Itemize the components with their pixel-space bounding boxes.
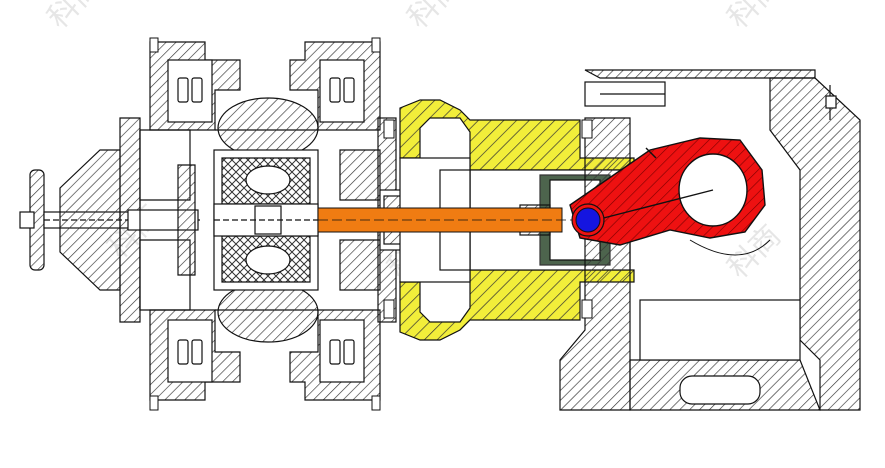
watermark: 科商 bbox=[401, 0, 468, 36]
cylinder-body bbox=[139, 41, 381, 401]
watermark: 科商 bbox=[41, 0, 108, 36]
piston-rod bbox=[317, 207, 580, 233]
crank-web bbox=[689, 239, 771, 256]
piston bbox=[213, 97, 320, 343]
cylinder-head-left bbox=[59, 117, 199, 323]
watermark: 科商 bbox=[721, 0, 788, 36]
crosshead-pin bbox=[571, 203, 605, 237]
bolts bbox=[149, 37, 593, 411]
connecting-rod bbox=[569, 137, 766, 246]
